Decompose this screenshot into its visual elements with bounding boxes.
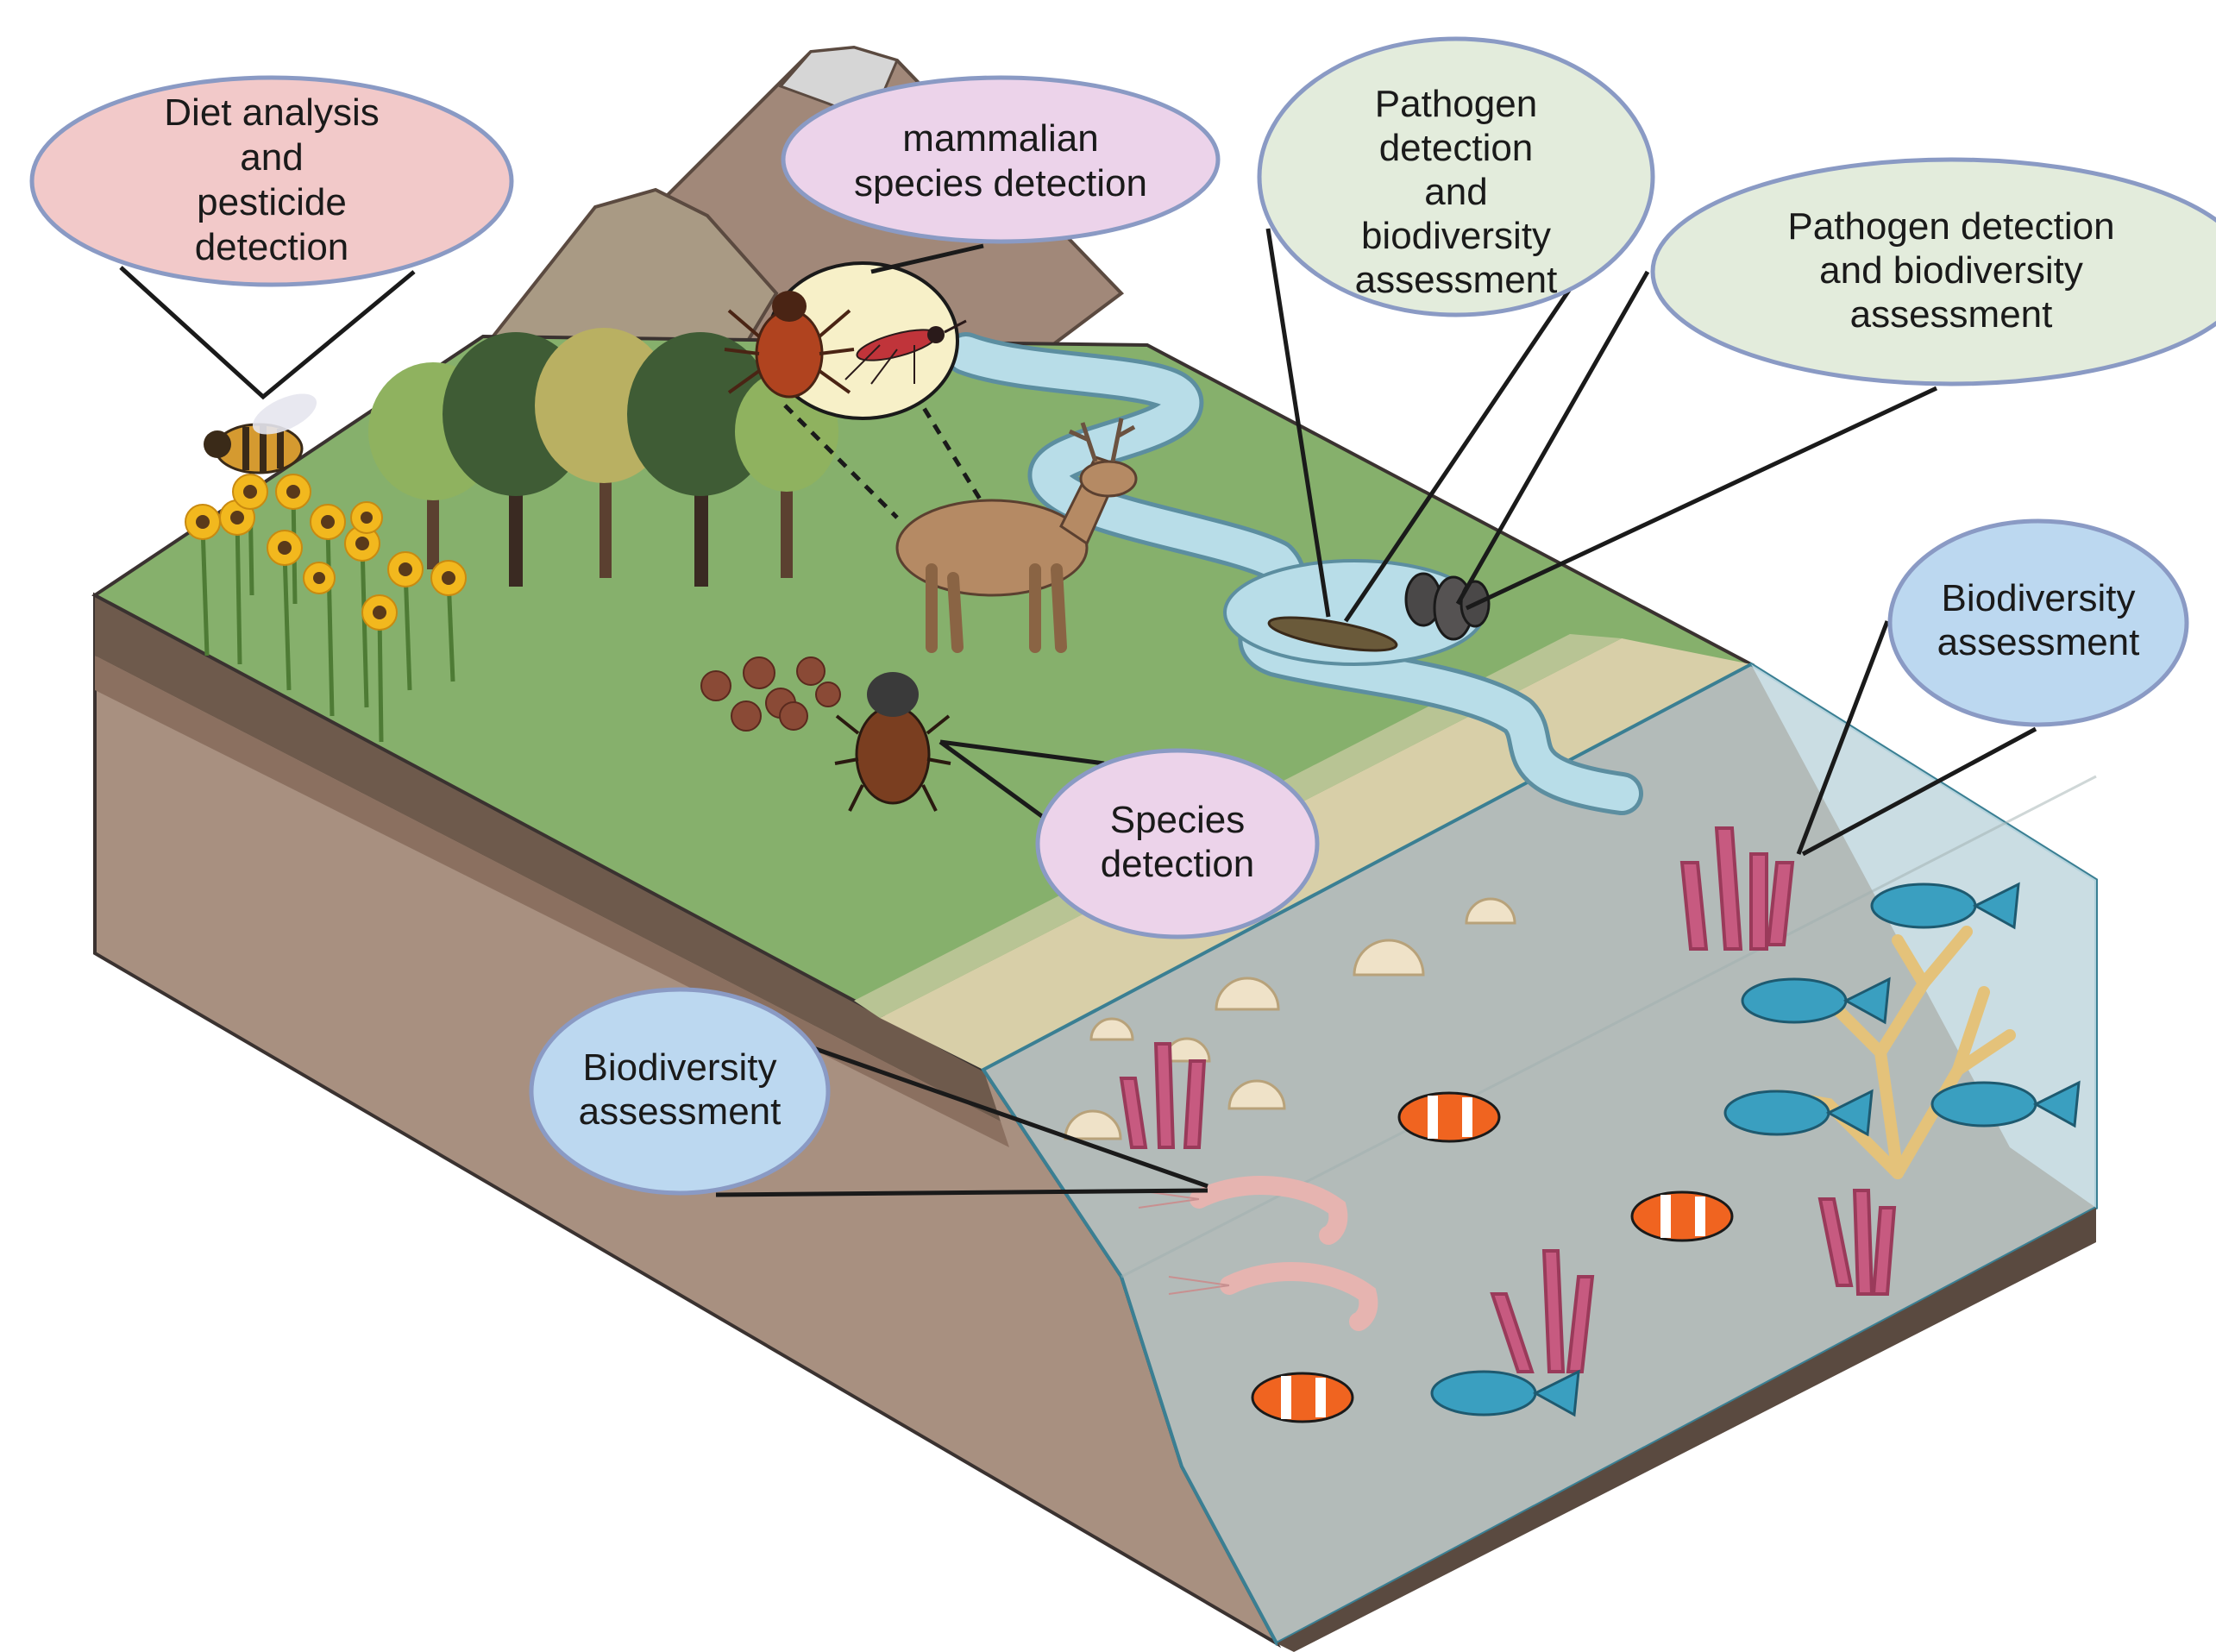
callout-line: assessment [1355, 259, 1558, 301]
callout-line: mammalian [902, 117, 1098, 160]
callout-line: and [1424, 171, 1487, 213]
callout-line: pesticide [197, 181, 347, 223]
callout-line: detection [1379, 127, 1534, 169]
callout-line: Biodiversity [583, 1046, 777, 1089]
callout-line: Pathogen [1375, 83, 1537, 125]
callout-line: assessment [1937, 621, 2140, 663]
callout-line: detection [195, 226, 349, 268]
callout-line: Diet analysis [164, 91, 379, 134]
pointer-diet [121, 267, 414, 397]
callout-line: detection [1101, 843, 1255, 885]
callout-line: species detection [854, 162, 1147, 204]
callout-line: and biodiversity [1819, 249, 2083, 292]
callout-line: Biodiversity [1942, 577, 2136, 619]
clownfish-icon [1252, 1373, 1353, 1422]
callout-line: and [240, 136, 303, 179]
clownfish-icon [1632, 1192, 1732, 1241]
callout-line: assessment [579, 1090, 782, 1133]
clownfish-icon [1399, 1093, 1499, 1141]
callout-line: Species [1110, 799, 1246, 841]
callout-line: Pathogen detection [1787, 205, 2114, 248]
callout-line: assessment [1850, 293, 2053, 336]
callout-line: biodiversity [1361, 215, 1551, 257]
